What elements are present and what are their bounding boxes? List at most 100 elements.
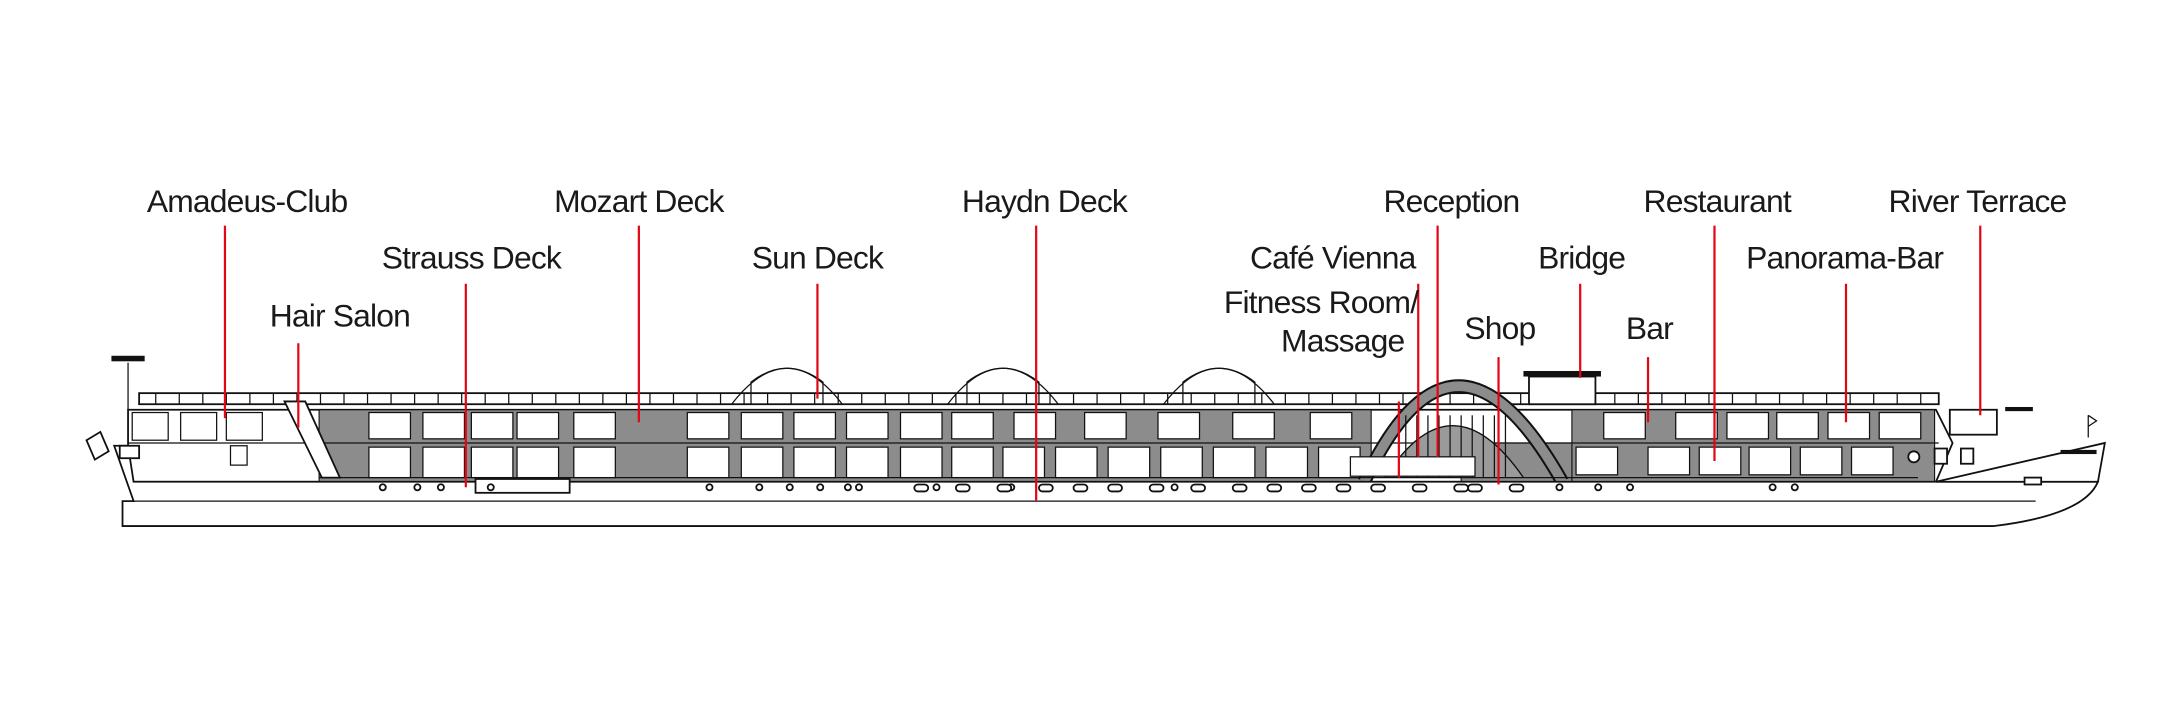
sun-deck-awning-frame bbox=[1182, 367, 1256, 405]
cabin-window bbox=[793, 446, 837, 479]
cabin-window bbox=[845, 446, 889, 479]
bow-window bbox=[1959, 447, 1975, 465]
river-terrace-rail bbox=[1948, 408, 1998, 436]
porthole bbox=[855, 483, 863, 492]
cabin-window bbox=[899, 411, 943, 440]
gangway-door bbox=[474, 478, 571, 494]
label-bar: Bar bbox=[1626, 310, 1674, 346]
porthole-pair bbox=[1148, 483, 1165, 493]
restaurant-window bbox=[1675, 411, 1718, 440]
cabin-window bbox=[516, 446, 560, 479]
cabin-window bbox=[516, 411, 560, 440]
cabin-window bbox=[470, 411, 514, 440]
porthole-pair bbox=[1370, 483, 1386, 493]
cafe-window bbox=[1349, 456, 1476, 477]
bow-flag bbox=[2087, 414, 2098, 438]
radar-bar bbox=[111, 355, 145, 362]
porthole bbox=[1768, 483, 1777, 492]
stern-flag bbox=[85, 430, 110, 461]
porthole bbox=[378, 483, 387, 492]
porthole bbox=[785, 483, 794, 492]
label-haydn-deck: Haydn Deck bbox=[962, 183, 1128, 219]
cabin-window bbox=[422, 446, 466, 479]
bridge-house bbox=[1528, 375, 1597, 406]
cabin-window bbox=[1054, 446, 1098, 479]
restaurant-window bbox=[1878, 411, 1922, 440]
restaurant-window bbox=[1647, 446, 1691, 476]
label-mozart-deck: Mozart Deck bbox=[554, 183, 724, 219]
label-massage: Massage bbox=[1281, 323, 1404, 359]
label-fitness-room: Fitness Room/ bbox=[1224, 284, 1419, 320]
porthole bbox=[436, 483, 445, 492]
stern-light bbox=[118, 444, 141, 460]
porthole bbox=[1626, 483, 1634, 492]
label-shop: Shop bbox=[1464, 310, 1535, 346]
porthole-pair bbox=[1038, 483, 1054, 493]
porthole bbox=[413, 483, 422, 492]
label-restaurant: Restaurant bbox=[1644, 183, 1792, 219]
restaurant-window bbox=[1850, 446, 1894, 476]
club-window bbox=[180, 411, 218, 441]
porthole-pair bbox=[913, 483, 930, 493]
porthole bbox=[486, 483, 495, 492]
cabin-window bbox=[1083, 411, 1127, 440]
cabin-window bbox=[368, 411, 412, 440]
cabin-window bbox=[422, 411, 466, 440]
atrium-arch bbox=[1359, 381, 1567, 485]
porthole-pair bbox=[1231, 483, 1248, 493]
porthole-pair bbox=[1453, 483, 1469, 493]
cabin-window bbox=[740, 411, 784, 440]
restaurant-window bbox=[1799, 446, 1843, 476]
porthole-pair bbox=[1107, 483, 1123, 493]
cabin-window bbox=[845, 411, 889, 440]
cabin-window bbox=[1265, 446, 1309, 479]
porthole bbox=[1555, 483, 1564, 492]
door bbox=[229, 445, 248, 466]
porthole-pair bbox=[1335, 483, 1352, 493]
cabin-window bbox=[899, 446, 943, 479]
cabin-window bbox=[368, 446, 412, 479]
cabin-window bbox=[686, 411, 730, 440]
bridge-roof bbox=[1523, 370, 1601, 377]
restaurant-window bbox=[1748, 446, 1792, 476]
labels: Amadeus-Club Hair Salon Strauss Deck Moz… bbox=[147, 183, 2068, 359]
restaurant-window bbox=[1726, 411, 1770, 440]
porthole-pair bbox=[1190, 483, 1206, 493]
porthole bbox=[1594, 483, 1603, 492]
porthole-pair bbox=[1467, 483, 1483, 493]
restaurant-window bbox=[1603, 411, 1646, 440]
bow-stripe bbox=[2060, 449, 2097, 455]
porthole bbox=[755, 483, 764, 492]
restaurant-window bbox=[1776, 411, 1819, 440]
anchor-hatch bbox=[2023, 476, 2043, 486]
restaurant-window bbox=[1827, 411, 1871, 440]
terrace-mast bbox=[2005, 406, 2033, 412]
porthole bbox=[816, 483, 825, 492]
label-river-terrace: River Terrace bbox=[1889, 183, 2067, 219]
cabin-window bbox=[470, 446, 514, 479]
cabin-window bbox=[1157, 411, 1201, 440]
cabin-window bbox=[951, 446, 994, 479]
cabin-window bbox=[573, 411, 616, 440]
label-strauss-deck: Strauss Deck bbox=[382, 240, 562, 276]
cabin-window bbox=[740, 446, 784, 479]
ship-drawing bbox=[85, 355, 2106, 527]
label-hair-salon: Hair Salon bbox=[270, 298, 410, 334]
porthole-pair bbox=[1072, 483, 1089, 493]
cabin-window bbox=[1160, 446, 1203, 479]
porthole-pair bbox=[954, 483, 971, 493]
porthole-pair bbox=[1508, 483, 1525, 493]
label-panorama-bar: Panorama-Bar bbox=[1746, 240, 1944, 276]
porthole-pair bbox=[1301, 483, 1317, 493]
porthole-pair bbox=[1411, 483, 1428, 493]
label-reception: Reception bbox=[1384, 183, 1520, 219]
restaurant-window bbox=[1575, 446, 1619, 476]
porthole bbox=[1170, 483, 1179, 492]
cabin-window bbox=[1002, 446, 1046, 479]
porthole bbox=[932, 483, 941, 492]
cabin-window bbox=[1232, 411, 1275, 440]
porthole-pair bbox=[1266, 483, 1283, 493]
label-bridge: Bridge bbox=[1538, 240, 1625, 276]
porthole bbox=[843, 483, 852, 492]
